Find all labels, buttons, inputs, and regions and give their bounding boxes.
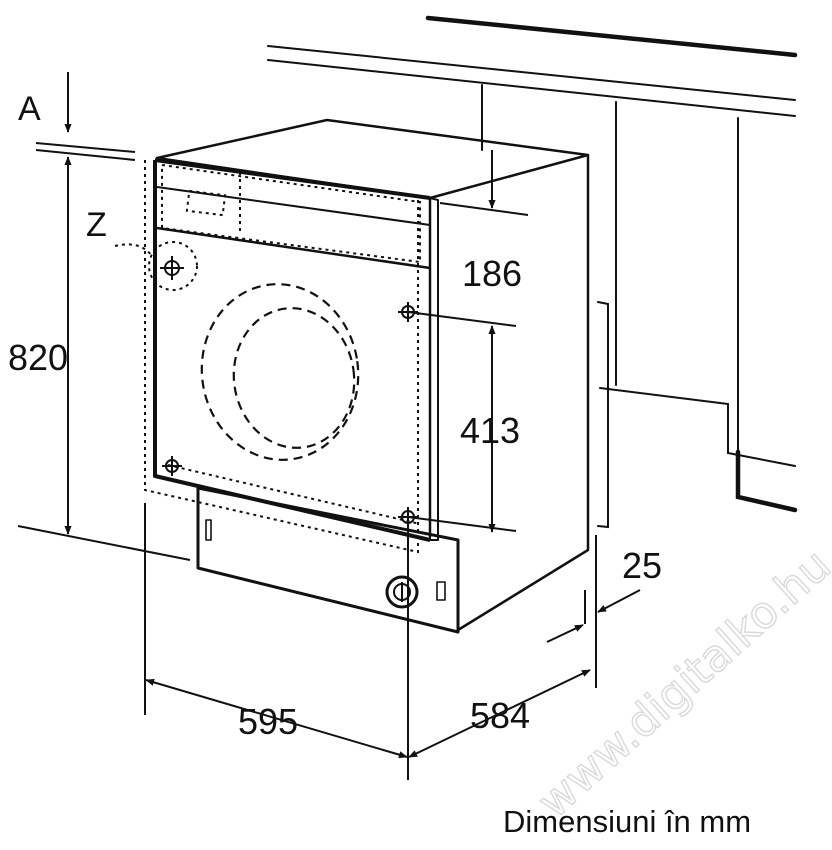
label-a: A <box>18 90 41 128</box>
dimension-height: 820 <box>8 337 68 378</box>
mount-point-top-left-icon <box>160 256 184 280</box>
dimension-door-offset: 25 <box>622 545 662 586</box>
dimension-depth: 584 <box>470 695 530 736</box>
dimension-width: 595 <box>238 701 298 742</box>
dimension-top-offset: 186 <box>462 253 522 294</box>
dimension-hinge-spacing: 413 <box>460 410 520 451</box>
drain-cap-icon <box>385 575 419 609</box>
cabinet-outline <box>267 15 798 529</box>
mounting-points <box>114 241 418 527</box>
label-z: Z <box>86 206 107 244</box>
door-porthole <box>200 283 360 461</box>
niche-outline <box>144 160 421 554</box>
units-caption: Dimensiuni în mm <box>503 804 751 839</box>
mount-point-bottom-left-icon <box>162 456 182 476</box>
washing-machine <box>153 118 590 634</box>
watermark: www.digitalko.hu <box>528 540 832 828</box>
dimension-lines <box>17 72 641 780</box>
